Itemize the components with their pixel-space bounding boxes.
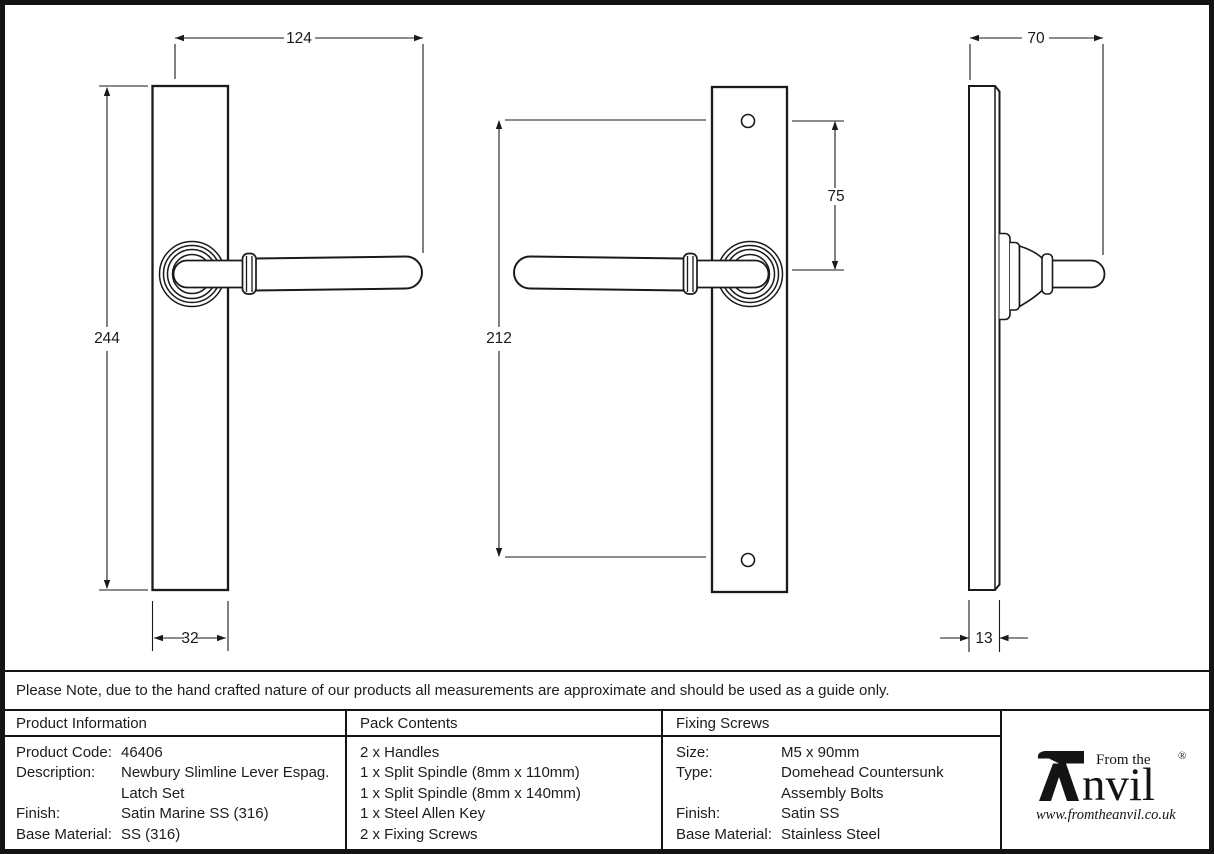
logo-tagline: From the xyxy=(1096,752,1151,768)
dim-label-244: 244 xyxy=(94,330,120,347)
lever-neck-front xyxy=(172,259,247,289)
lever-grip-inside xyxy=(513,255,685,292)
table-row: 2 x Handles xyxy=(360,744,440,761)
technical-drawing: 124 244 32 xyxy=(94,30,1106,652)
product-information-column: Product Information Product Code:46406 D… xyxy=(5,711,347,849)
lever-neck-inside xyxy=(692,259,770,289)
lever-collar-inside xyxy=(682,252,698,295)
info-table: Product Information Product Code:46406 D… xyxy=(5,711,1209,849)
logo-brand-text: nvil xyxy=(1082,759,1155,811)
table-row: 1 x Split Spindle (8mm x 110mm) xyxy=(360,764,580,782)
lever-grip-side xyxy=(1050,259,1106,289)
fixing-screws-column: Fixing Screws Size:M5 x 90mm Type:Domehe… xyxy=(663,711,1002,849)
backplate-side xyxy=(968,85,1001,591)
logo-registered-mark: ® xyxy=(1178,750,1186,762)
dim-label-212: 212 xyxy=(486,330,512,347)
dimension-plate-thickness: 13 xyxy=(940,600,1028,652)
dimension-screw-spacing: 212 xyxy=(486,119,706,558)
lever-collar-side xyxy=(1041,253,1054,295)
screw-hole-top xyxy=(740,113,756,129)
pack-contents-column: Pack Contents 2 x Handles 1 x Split Spin… xyxy=(347,711,663,849)
table-row: 1 x Steel Allen Key xyxy=(360,805,486,823)
lever-grip-front xyxy=(254,255,423,292)
side-view-drawing: 70 13 xyxy=(940,30,1106,652)
brand-logo-box: From the nvil ® www.fromtheanvil.co.uk xyxy=(1002,711,1209,849)
dimension-front-plate-width: 32 xyxy=(151,601,229,651)
dim-label-32: 32 xyxy=(181,630,198,647)
table-row: Base Material:SS (316) xyxy=(16,825,181,843)
table-row: 1 x Split Spindle (8mm x 140mm) xyxy=(360,784,581,802)
lever-collar-front xyxy=(241,252,257,295)
table-row: Assembly Bolts xyxy=(781,784,884,802)
table-row: Product Code:46406 xyxy=(16,744,163,761)
note-text: Please Note, due to the hand crafted nat… xyxy=(16,682,890,699)
table-row: Description:Newbury Slimline Lever Espag… xyxy=(16,764,330,782)
pack-contents-header: Pack Contents xyxy=(347,711,661,737)
table-row: Latch Set xyxy=(121,784,185,802)
table-row: Finish:Satin Marine SS (316) xyxy=(16,805,269,823)
screw-hole-bottom xyxy=(740,552,756,568)
backplate-front xyxy=(151,84,230,592)
fixing-screws-header: Fixing Screws xyxy=(663,711,1000,737)
handle-profile-side xyxy=(999,232,1106,321)
dim-label-124: 124 xyxy=(286,30,312,47)
table-row: Finish:Satin SS xyxy=(676,805,840,823)
table-row: 2 x Fixing Screws xyxy=(360,825,478,843)
dim-label-75: 75 xyxy=(827,188,844,205)
dimension-side-projection: 70 xyxy=(969,30,1104,255)
dim-label-13: 13 xyxy=(975,630,992,647)
from-the-anvil-logo: From the nvil ® www.fromtheanvil.co.uk xyxy=(1036,750,1186,823)
dim-label-70: 70 xyxy=(1027,30,1045,47)
inside-view-drawing: 212 75 xyxy=(486,85,845,594)
table-row: Base Material:Stainless Steel xyxy=(676,825,881,843)
product-information-header: Product Information xyxy=(5,711,345,737)
backplate-inside xyxy=(710,85,789,594)
front-view-drawing: 124 244 32 xyxy=(94,30,424,651)
anvil-icon xyxy=(1037,751,1084,801)
rose-inside xyxy=(716,240,784,308)
logo-url: www.fromtheanvil.co.uk xyxy=(1036,807,1176,823)
table-row: Type:Domehead Countersunk xyxy=(676,764,944,782)
dimension-front-total-width: 124 xyxy=(174,30,424,253)
note-bar: Please Note, due to the hand crafted nat… xyxy=(5,670,1209,711)
table-row: Size:M5 x 90mm xyxy=(676,744,860,761)
dimension-front-plate-height: 244 xyxy=(94,85,148,591)
dimension-screw-to-centre: 75 xyxy=(792,120,845,271)
